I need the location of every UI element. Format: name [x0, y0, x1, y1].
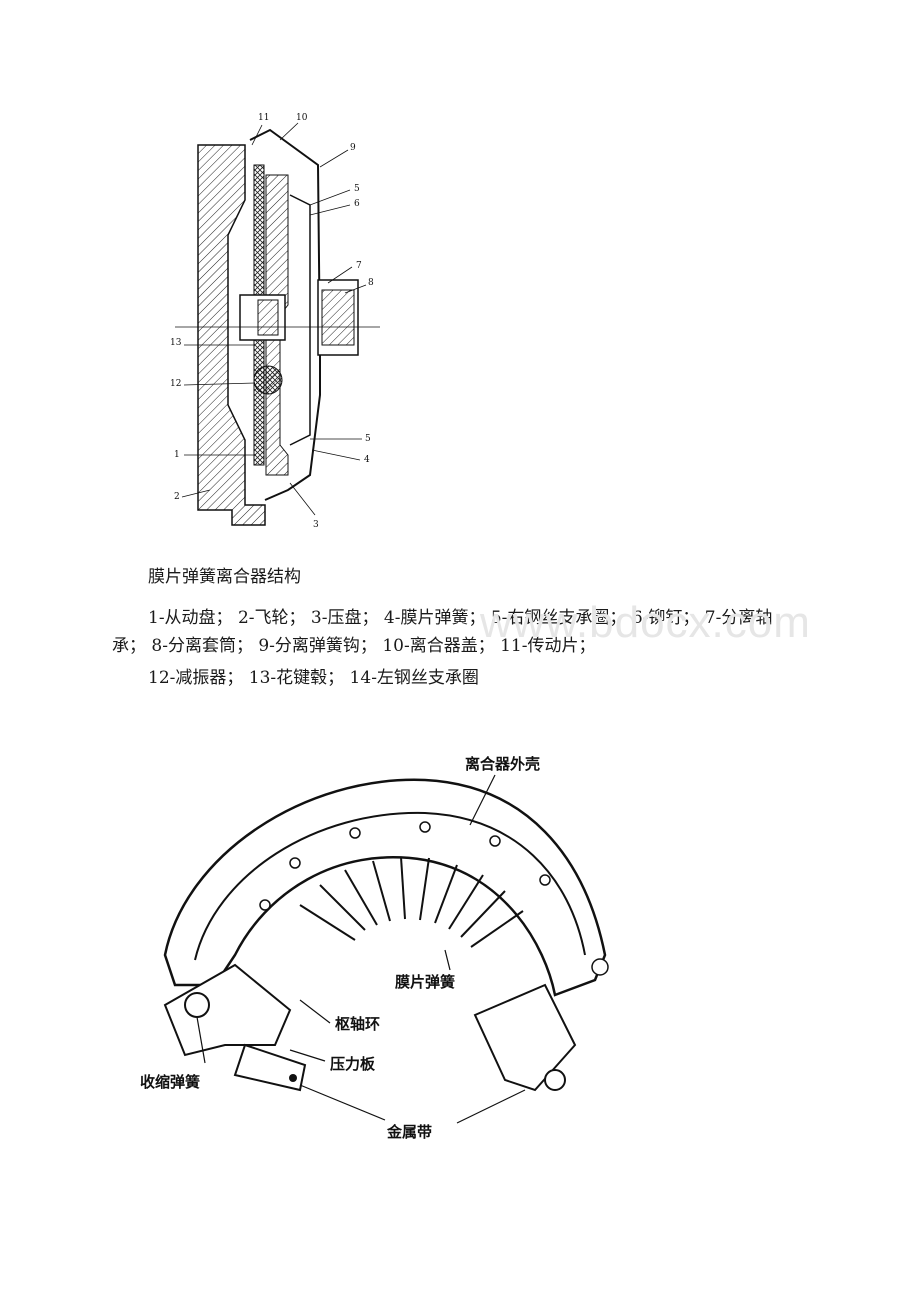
label-pressure-plate: 压力板	[330, 1055, 376, 1073]
part-number-6: 6	[354, 199, 360, 209]
label-metal-strap: 金属带	[386, 1123, 432, 1141]
clutch-illustration-figure: 离合器外壳 膜片弹簧 枢轴环 压力板 收缩弹簧 金属带	[140, 755, 609, 1141]
part-number-10: 10	[296, 113, 308, 123]
part-number-4: 4	[364, 455, 370, 465]
label-retract-spring: 收缩弹簧	[140, 1073, 200, 1091]
part-number-1: 1	[174, 450, 180, 460]
label-housing: 离合器外壳	[465, 755, 540, 773]
part-number-3: 3	[313, 520, 319, 530]
part-number-13: 13	[170, 338, 182, 348]
part-number-2: 2	[174, 492, 180, 502]
label-diaphragm-spring: 膜片弹簧	[395, 973, 455, 991]
part-number-11: 11	[258, 113, 269, 123]
legend-paragraph: 1-从动盘； 2-飞轮； 3-压盘； 4-膜片弹簧； 5-右钢丝支承圈； 6-铆…	[112, 604, 812, 660]
figure-caption: 膜片弹簧离合器结构	[148, 567, 301, 587]
label-pivot-ring: 枢轴环	[335, 1015, 380, 1033]
part-number-9: 9	[350, 143, 356, 153]
part-number-12: 12	[170, 379, 181, 389]
legend-line-2: 承； 8-分离套筒； 9-分离弹簧钩； 10-离合器盖； 11-传动片；	[112, 636, 596, 656]
part-number-8: 8	[368, 278, 374, 288]
legend-line-1: 1-从动盘； 2-飞轮； 3-压盘； 4-膜片弹簧； 5-右钢丝支承圈； 6-铆…	[148, 608, 773, 628]
part-number-5-top: 5	[354, 184, 360, 194]
legend-line-3: 12-减振器； 13-花键毂； 14-左钢丝支承圈	[148, 668, 479, 688]
clutch-cross-section-figure: 11 10 9 5 6 7 8 13 12 5 1 4 2 3	[170, 113, 380, 530]
part-number-7: 7	[356, 261, 362, 271]
part-number-5-bottom: 5	[365, 434, 371, 444]
